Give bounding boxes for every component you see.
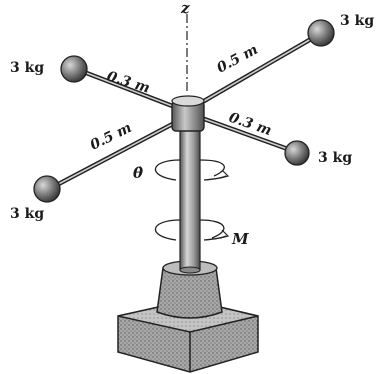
angular-velocity-label: θ̇ [133,164,143,182]
mass-top-left [60,55,88,83]
mass-right [284,140,310,166]
arms [48,32,321,191]
shaft [179,123,201,271]
mass-label-bottom-left: 3 kg [10,206,44,222]
moment-label: M [231,230,249,248]
moment-arrow [154,219,230,241]
mass-top-right [307,19,335,47]
angular-velocity-arrow [154,159,230,181]
mass-label-top-left: 3 kg [10,60,44,76]
length-label-top-left: 0.3 m [105,69,152,97]
base [117,260,259,373]
mass-label-right: 3 kg [318,150,352,166]
hub [171,95,205,132]
mass-label-top-right: 3 kg [340,13,374,29]
mass-bottom-left [33,175,61,203]
z-axis-label: z [180,0,190,17]
